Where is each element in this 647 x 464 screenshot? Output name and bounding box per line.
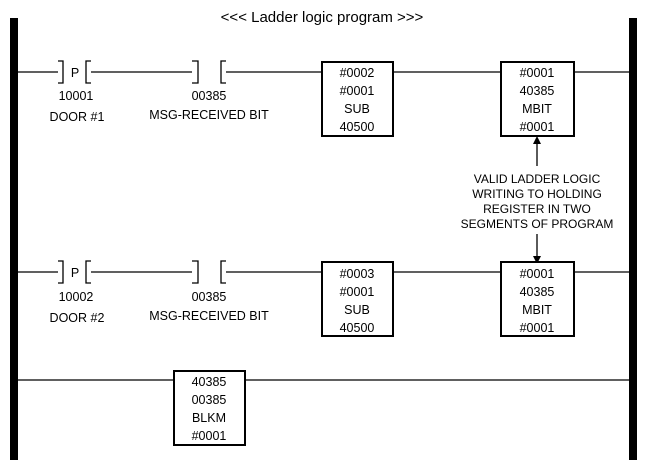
block-line: MBIT xyxy=(522,102,552,116)
contact-type: P xyxy=(71,66,79,80)
block-line: #0001 xyxy=(520,267,555,281)
block-line: #0001 xyxy=(520,321,555,335)
block-line: 40385 xyxy=(192,375,227,389)
annotation-line: REGISTER IN TWO xyxy=(483,202,591,216)
block-line: #0001 xyxy=(340,84,375,98)
contact-address: 10001 xyxy=(59,89,94,103)
block-line: 40385 xyxy=(520,285,555,299)
block-line: SUB xyxy=(344,102,370,116)
rung-1-mbit-block[interactable]: #0001 40385 MBIT #0001 xyxy=(500,61,575,137)
positive-transition-contact-symbol xyxy=(58,260,91,284)
block-line: BLKM xyxy=(192,411,226,425)
contact-label: DOOR #1 xyxy=(50,110,105,124)
block-line: 40500 xyxy=(340,321,375,335)
function-block xyxy=(321,261,394,337)
annotation-line: VALID LADDER LOGIC xyxy=(474,172,601,186)
positive-transition-contact-symbol xyxy=(58,60,91,84)
block-line: 00385 xyxy=(192,393,227,407)
function-block xyxy=(321,61,394,137)
rung-2-sub-block[interactable]: #0003 #0001 SUB 40500 xyxy=(321,261,394,337)
rung-2-contact-1[interactable]: P 10002 DOOR #2 xyxy=(50,260,105,325)
block-line: #0001 xyxy=(340,285,375,299)
contact-address: 00385 xyxy=(192,89,227,103)
block-line: #0001 xyxy=(520,66,555,80)
rung-1-contact-1[interactable]: P 10001 DOOR #1 xyxy=(50,60,105,124)
normally-open-contact-symbol xyxy=(192,60,226,84)
block-line: #0001 xyxy=(192,429,227,443)
rung-1-sub-block[interactable]: #0002 #0001 SUB 40500 xyxy=(321,61,394,137)
rung-2-contact-2[interactable]: 00385 MSG-RECEIVED BIT xyxy=(149,260,269,323)
block-line: #0003 xyxy=(340,267,375,281)
contact-type: P xyxy=(71,266,79,280)
contact-address: 00385 xyxy=(192,290,227,304)
rung-3: 40385 00385 BLKM #0001 xyxy=(18,370,629,446)
contact-label: DOOR #2 xyxy=(50,311,105,325)
contact-label: MSG-RECEIVED BIT xyxy=(149,108,269,122)
annotation-line: SEGMENTS OF PROGRAM xyxy=(461,217,614,231)
annotation-line: WRITING TO HOLDING xyxy=(472,187,602,201)
function-block xyxy=(500,261,575,337)
block-line: 40385 xyxy=(520,84,555,98)
block-line: 40500 xyxy=(340,120,375,134)
rung-3-blkm-block[interactable]: 40385 00385 BLKM #0001 xyxy=(173,370,246,446)
block-line: SUB xyxy=(344,303,370,317)
contact-address: 10002 xyxy=(59,290,94,304)
function-block xyxy=(173,370,246,446)
normally-open-contact-symbol xyxy=(192,260,226,284)
rung-2-mbit-block[interactable]: #0001 40385 MBIT #0001 xyxy=(500,261,575,337)
block-line: MBIT xyxy=(522,303,552,317)
block-line: #0001 xyxy=(520,120,555,134)
rung-2: P 10002 DOOR #2 00385 MSG-RECEIVED BIT #… xyxy=(18,260,629,337)
contact-label: MSG-RECEIVED BIT xyxy=(149,309,269,323)
rung-1-contact-2[interactable]: 00385 MSG-RECEIVED BIT xyxy=(149,60,269,122)
rung-1: P 10001 DOOR #1 00385 MSG-RECEIVED BIT #… xyxy=(18,60,629,137)
block-line: #0002 xyxy=(340,66,375,80)
page-title: <<< Ladder logic program >>> xyxy=(221,9,424,26)
annotation-callout: VALID LADDER LOGIC WRITING TO HOLDING RE… xyxy=(461,136,614,264)
